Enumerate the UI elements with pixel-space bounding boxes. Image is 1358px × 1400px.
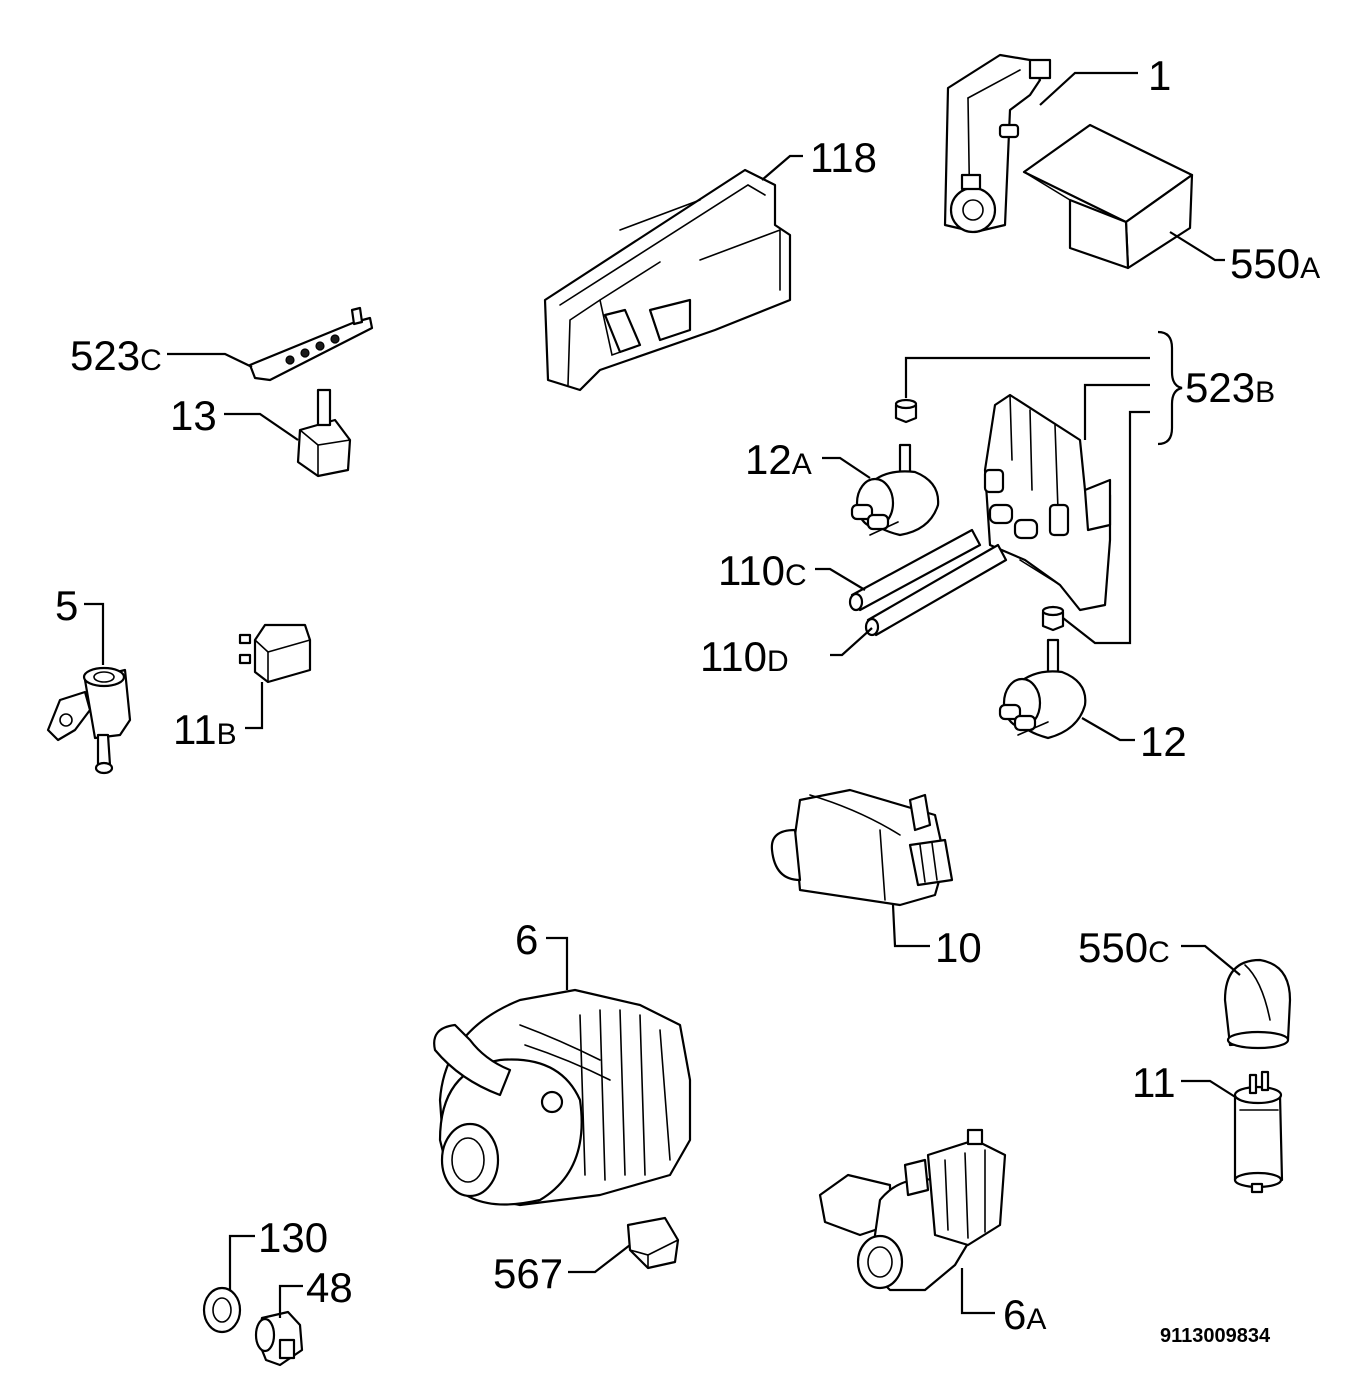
label-11b: 11B xyxy=(173,706,237,753)
part-11b-relay xyxy=(238,623,312,684)
part-118-dispenser xyxy=(543,168,792,392)
part-6-circulation-pump xyxy=(433,988,692,1207)
leader-523b-support xyxy=(1083,383,1150,440)
part-550c-cap xyxy=(1223,958,1292,1050)
leader-12 xyxy=(1081,717,1135,742)
label-1: 1 xyxy=(1148,52,1171,99)
leader-110c xyxy=(815,567,866,591)
leader-523b-cap-top xyxy=(904,356,1150,398)
part-550a-box xyxy=(1022,123,1194,270)
label-13: 13 xyxy=(170,392,217,439)
leader-5 xyxy=(84,602,105,665)
leader-6a xyxy=(960,1268,995,1315)
part-110d-hose xyxy=(864,543,1008,637)
label-5: 5 xyxy=(55,582,78,629)
part-523b-cap-top xyxy=(894,398,918,424)
part-523c-bracket xyxy=(248,306,374,382)
part-523b-cap-bottom xyxy=(1041,605,1065,632)
part-5-inlet-valve xyxy=(46,666,132,775)
label-6a: 6A xyxy=(1003,1291,1046,1338)
callout-labels: 1 118 550A 523C 523B 13 12A 110C 110D 5 … xyxy=(55,52,1320,1338)
leader-130 xyxy=(228,1234,255,1290)
part-10-heater xyxy=(770,788,954,907)
label-6: 6 xyxy=(515,916,538,963)
part-11-capacitor xyxy=(1233,1070,1284,1194)
leader-11b xyxy=(245,682,264,730)
part-13-connector xyxy=(296,388,352,478)
part-523b-support xyxy=(983,393,1112,612)
leader-567 xyxy=(568,1244,631,1274)
leader-523c xyxy=(167,352,253,368)
brace-523b xyxy=(1157,330,1183,446)
leader-48 xyxy=(278,1284,303,1318)
part-1-timer xyxy=(943,53,1052,234)
label-12: 12 xyxy=(1140,718,1187,765)
label-110d: 110D xyxy=(700,633,789,680)
label-130: 130 xyxy=(258,1214,328,1261)
part-567-clip xyxy=(626,1216,680,1270)
label-12a: 12A xyxy=(745,436,812,483)
leader-10 xyxy=(891,904,930,948)
document-number: 9113009834 xyxy=(1160,1325,1271,1347)
leader-550a xyxy=(1169,231,1225,262)
leader-lines xyxy=(84,71,1241,1318)
part-48-plug xyxy=(254,1310,304,1367)
label-550a: 550A xyxy=(1230,240,1320,287)
leader-523b-cap-bottom xyxy=(1062,410,1150,645)
leader-110d xyxy=(830,627,873,657)
label-48: 48 xyxy=(306,1264,353,1311)
leader-1 xyxy=(1039,71,1138,106)
label-10: 10 xyxy=(935,924,982,971)
label-523b: 523B xyxy=(1185,364,1275,411)
leader-13 xyxy=(224,412,299,441)
label-550c: 550C xyxy=(1078,924,1170,971)
label-567: 567 xyxy=(493,1250,563,1297)
part-130-seal xyxy=(202,1286,242,1334)
label-523c: 523C xyxy=(70,332,162,379)
label-118: 118 xyxy=(810,134,877,181)
part-110c-hose xyxy=(848,528,982,612)
part-6a-drain-pump xyxy=(818,1128,1007,1292)
leader-11 xyxy=(1181,1079,1241,1101)
label-110c: 110C xyxy=(718,547,807,594)
leader-6 xyxy=(546,936,569,990)
leader-118 xyxy=(761,154,803,181)
leader-550c xyxy=(1181,944,1241,976)
part-12-pressure-switch xyxy=(998,638,1087,740)
label-11: 11 xyxy=(1132,1059,1176,1106)
leader-12a xyxy=(822,456,871,479)
part-12a-pressure-switch xyxy=(850,443,940,537)
